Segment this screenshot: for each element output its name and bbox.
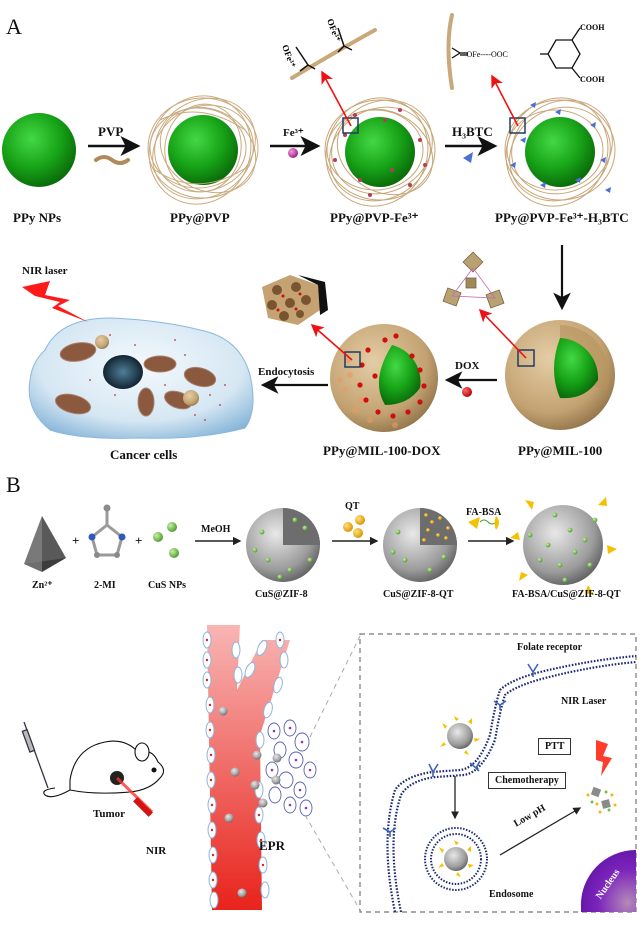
- ofe-label-2: OFe³⁺: [325, 17, 343, 43]
- ppy-pvp-fe-particle: [324, 97, 436, 207]
- mil100-sbu-inset: [442, 251, 505, 309]
- label-fa-bsa: FA-BSA: [466, 507, 502, 518]
- folate-receptor-icon: [382, 663, 539, 837]
- zoom-guide-top: [309, 635, 361, 738]
- laser-bolt-icon: [596, 740, 612, 776]
- ofe-label-1: OFe³⁺: [280, 43, 298, 69]
- label-nir-laser: NIR laser: [22, 265, 68, 277]
- label-cus-nps: CuS NPs: [148, 580, 187, 591]
- ppy-pvp-fe-h3btc-particle: [504, 97, 616, 207]
- laser-bolt-icon: [22, 281, 88, 322]
- zoom-box: [517, 349, 535, 367]
- nir-laser-pointer-icon: [115, 776, 154, 817]
- zn-pyramid-icon: [24, 516, 66, 572]
- qt-molecules-icon: [343, 515, 365, 538]
- label-ptt: PTT: [538, 738, 572, 755]
- label-ppy-pvp: PPy@PVP: [170, 210, 230, 225]
- label-cus-zif8: CuS@ZIF-8: [255, 589, 308, 600]
- zoom-box: [509, 117, 526, 134]
- cus-nps-icon: [153, 522, 179, 558]
- ppy-mil100-dox-particle: [330, 324, 438, 432]
- label-tumor: Tumor: [93, 808, 125, 820]
- label-ppy-pvp-fe-h3btc: PPy@PVP-Fe³⁺-H₃BTC: [495, 210, 629, 225]
- zoom-arrow-mil100: [478, 308, 527, 359]
- arrow-low-ph: [499, 807, 582, 856]
- cancer-cell: [28, 317, 254, 439]
- tumor-tissue: [250, 719, 317, 817]
- mouse-illustration: [43, 740, 165, 798]
- ppy-nanoparticle: [2, 113, 76, 187]
- fe-ion-icon: [288, 148, 298, 158]
- fa-bsa-cus-zif8-qt-particle: [510, 497, 617, 595]
- zoom-box: [344, 351, 361, 368]
- label-endosome: Endosome: [489, 889, 534, 900]
- label-zn: Zn²⁺: [32, 580, 53, 591]
- 2mi-molecule-icon: [88, 504, 126, 558]
- cell-membrane: [386, 654, 637, 913]
- label-folate-receptor: Folate receptor: [517, 642, 583, 653]
- released-payload: [586, 786, 617, 814]
- cooh-bottom-label: COOH: [580, 75, 605, 84]
- plus-sign-1: +: [72, 533, 80, 548]
- label-ppy-nps: PPy NPs: [13, 210, 62, 225]
- blood-vessel: [202, 625, 290, 910]
- label-fe-reagent: Fe³⁺: [283, 127, 304, 139]
- targeted-nanoparticle: [440, 716, 480, 755]
- label-nir: NIR: [146, 845, 167, 857]
- ofe-ooc-label: =OFe----OOC: [462, 50, 508, 59]
- label-chemotherapy: Chemotherapy: [488, 772, 566, 789]
- label-endocytosis: Endocytosis: [258, 366, 315, 378]
- label-ppy-pvp-fe: PPy@PVP-Fe³⁺: [330, 210, 419, 225]
- endosome: [424, 827, 488, 891]
- panel-label-b: B: [6, 472, 21, 497]
- panel-label-a: A: [6, 14, 22, 39]
- zoom-box: [342, 117, 359, 134]
- h3btc-ligand-icon: [463, 152, 473, 163]
- label-fa-bsa-cus-zif8-qt: FA-BSA/CuS@ZIF-8-QT: [512, 589, 621, 600]
- label-epr: EPR: [259, 838, 285, 853]
- label-2mi: 2-MI: [94, 580, 116, 591]
- h3btc-coordination-inset: [446, 13, 581, 90]
- dox-molecule-icon: [462, 387, 472, 397]
- zoom-arrow-h3btc: [491, 74, 519, 127]
- label-pvp-reagent: PVP: [98, 124, 124, 139]
- cooh-top-label: COOH: [580, 23, 605, 32]
- label-ppy-mil100: PPy@MIL-100: [518, 443, 603, 458]
- cus-zif8-particle: [246, 508, 320, 582]
- nucleus: [580, 849, 636, 912]
- label-meoh: MeOH: [201, 524, 231, 535]
- fe-coordination-inset: [290, 27, 377, 80]
- label-ppy-mil100-dox: PPy@MIL-100-DOX: [323, 443, 441, 458]
- label-cancer-cells: Cancer cells: [110, 447, 178, 462]
- fa-bsa-icon: [468, 516, 499, 530]
- label-nir-laser-b: NIR Laser: [561, 696, 607, 707]
- zoom-arrow-fe: [321, 70, 352, 127]
- zoom-guide-bottom: [304, 814, 361, 911]
- zoom-arrow-dox: [310, 323, 353, 361]
- ppy-pvp-particle: [147, 95, 259, 205]
- label-h3btc-reagent: H₃BTC: [452, 124, 493, 139]
- label-cus-zif8-qt: CuS@ZIF-8-QT: [383, 589, 454, 600]
- cell-nucleus: [103, 355, 143, 389]
- cellular-inset-frame: [359, 633, 637, 913]
- pvp-chain-icon: [94, 155, 130, 165]
- label-dox-reagent: DOX: [455, 360, 480, 372]
- plus-sign-2: +: [135, 533, 143, 548]
- mil100-pore-inset: [262, 275, 328, 325]
- cus-zif8-qt-particle: [383, 508, 457, 582]
- label-qt: QT: [345, 501, 360, 512]
- syringe-icon: [21, 721, 49, 789]
- ppy-mil100-particle: [505, 320, 615, 430]
